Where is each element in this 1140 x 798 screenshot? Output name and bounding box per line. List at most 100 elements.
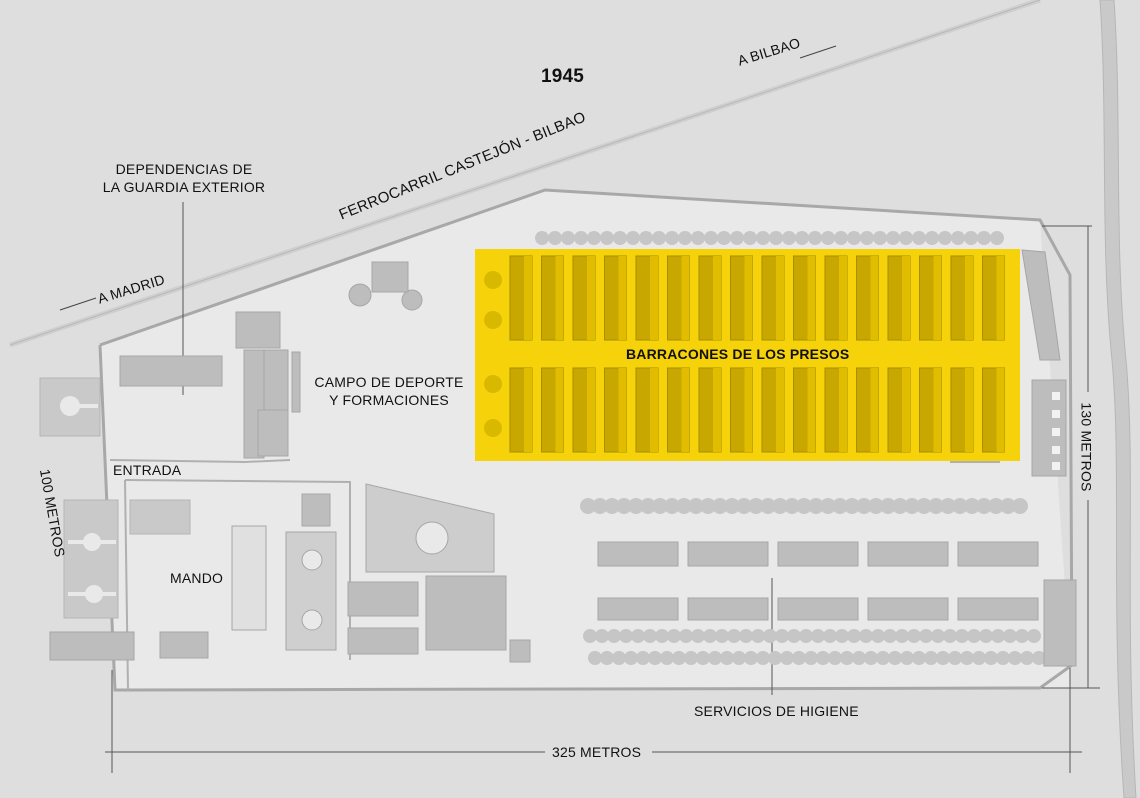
tree-icon (840, 651, 854, 665)
tree-icon (588, 651, 602, 665)
tree-icon (928, 498, 944, 514)
tree-icon (616, 498, 632, 514)
tree-icon (664, 498, 680, 514)
tree-icon (988, 498, 1004, 514)
tree-icon (768, 651, 782, 665)
tree-icon (871, 629, 885, 643)
hygiene-barracks (597, 541, 1039, 621)
right-dimension-label: 130 METROS (1078, 402, 1095, 492)
tree-icon (700, 498, 716, 514)
tree-icon (967, 629, 981, 643)
tree-icon (868, 498, 884, 514)
tree-icon (717, 231, 731, 245)
hygiene-building (777, 541, 859, 567)
tree-icon (952, 498, 968, 514)
tree-icon (852, 651, 866, 665)
tree-icon (760, 498, 776, 514)
tree-icon (925, 231, 939, 245)
barrack-roof-shade (555, 256, 564, 340)
tree-icon (972, 651, 986, 665)
tree-icon (604, 498, 620, 514)
barrack-roof-shade (744, 368, 753, 452)
tree-icon (636, 651, 650, 665)
barrack-roof-shade (996, 368, 1005, 452)
barrack-roof-shade (650, 368, 658, 452)
tree-icon (639, 231, 653, 245)
tree-icon (484, 419, 502, 437)
tree-icon (784, 498, 800, 514)
tree-icon (583, 629, 597, 643)
tree-icon (613, 231, 627, 245)
tree-icon (730, 231, 744, 245)
barrack-roof-shade (681, 256, 690, 340)
tree-icon (864, 651, 878, 665)
tree-icon (880, 498, 896, 514)
tree-icon (780, 651, 794, 665)
tree-icon (612, 651, 626, 665)
tree-icon (574, 231, 588, 245)
tree-icon (912, 231, 926, 245)
tree-icon (847, 231, 861, 245)
tree-icon (484, 311, 502, 329)
hygiene-building (687, 541, 769, 567)
tree-icon (655, 629, 669, 643)
tree-icon (916, 498, 932, 514)
tree-icon (688, 498, 704, 514)
tree-icon (652, 231, 666, 245)
tree-icon (769, 231, 783, 245)
barrack-roof-shade (555, 368, 564, 452)
tree-icon (703, 629, 717, 643)
barrack-roof-shade (524, 256, 532, 340)
tree-icon (888, 651, 902, 665)
barrack-roof-shade (965, 256, 973, 340)
width-dimension-label: 325 METROS (552, 744, 642, 760)
tree-icon (696, 651, 710, 665)
prison-barracks-label: BARRACONES DE LOS PRESOS (626, 346, 850, 362)
right-side-buildings (1021, 249, 1077, 667)
tree-icon (628, 498, 644, 514)
tree-icon (835, 629, 849, 643)
tree-icon (820, 498, 836, 514)
tree-icon (808, 231, 822, 245)
tree-icon (931, 629, 945, 643)
tree-icon (804, 651, 818, 665)
tree-icon (720, 651, 734, 665)
hygiene-building (867, 597, 949, 621)
tree-icon (751, 629, 765, 643)
tree-icon (979, 629, 993, 643)
tree-icon (739, 629, 753, 643)
prison-barracks-highlight (475, 249, 1020, 461)
barrack-roof-shade (587, 368, 595, 452)
guard-quarters-label: DEPENDENCIAS DE LA GUARDIA EXTERIOR (96, 160, 272, 196)
tree-icon (607, 629, 621, 643)
hygiene-label: SERVICIOS DE HIGIENE (694, 703, 859, 719)
tree-icon (964, 231, 978, 245)
tree-icon (907, 629, 921, 643)
barrack-roof-shade (933, 368, 942, 452)
barrack-roof-shade (902, 368, 910, 452)
tree-icon (732, 651, 746, 665)
barrack-roof-shade (618, 368, 627, 452)
tree-icon (919, 629, 933, 643)
tree-icon (1032, 651, 1046, 665)
tree-icon (748, 498, 764, 514)
barrack-roof-shade (650, 256, 658, 340)
tree-icon (631, 629, 645, 643)
tree-icon (678, 231, 692, 245)
page-title: 1945 (541, 66, 585, 87)
tree-icon (724, 498, 740, 514)
tree-icon (844, 498, 860, 514)
sports-field-line2: Y FORMACIONES (329, 392, 449, 408)
guard-quarters-line1: DEPENDENCIAS DE (115, 161, 253, 177)
tree-rows (535, 231, 1046, 665)
tree-icon (873, 231, 887, 245)
barrack-roof-shade (902, 256, 910, 340)
tree-icon (883, 629, 897, 643)
tree-icon (912, 651, 926, 665)
barrack-roof-shade (807, 256, 816, 340)
a-bilbao-leader (799, 45, 837, 59)
tree-icon (624, 651, 638, 665)
sports-field-label: CAMPO DE DEPORTE Y FORMACIONES (306, 373, 472, 409)
